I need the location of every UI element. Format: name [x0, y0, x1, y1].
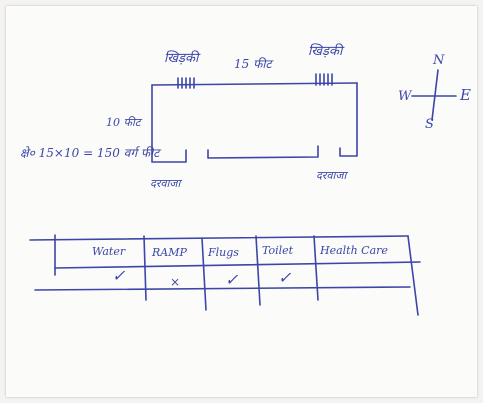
- table-divider-2: [201, 237, 207, 311]
- window-left-label: खिड़की: [164, 51, 199, 66]
- room-wall-left: [151, 84, 187, 163]
- table-divider-1: [143, 235, 147, 301]
- window-marks-right: [315, 73, 333, 86]
- window-marks-left: [177, 77, 195, 89]
- area-label: क्षे० 15×10 = 150 वर्ग फीट: [20, 146, 160, 160]
- compass-west: W: [398, 89, 412, 104]
- compass-north: N: [433, 53, 445, 68]
- room-wall-right: [339, 82, 358, 157]
- table-divider-5: [407, 235, 419, 316]
- table-divider-3: [255, 235, 261, 306]
- door-right-label: दरवाजा: [316, 169, 347, 182]
- table-line-middle: [54, 261, 421, 269]
- table-header-ramp: RAMP: [152, 246, 187, 259]
- compass-south: S: [425, 117, 434, 132]
- table-mark-water: ✓: [112, 266, 126, 285]
- length-label: 15 फीट: [234, 57, 272, 71]
- width-label: 10 फीट: [106, 116, 141, 129]
- table-line-bottom: [34, 286, 411, 291]
- table-line-top: [29, 235, 409, 241]
- table-header-water: Water: [92, 245, 126, 258]
- table-mark-ramp: ×: [170, 275, 181, 289]
- table-header-toilet: Toilet: [262, 244, 294, 257]
- room-wall-bottom-middle: [207, 145, 319, 159]
- paper-sheet: [6, 6, 477, 397]
- window-right-label: खिड़की: [308, 44, 343, 59]
- table-header-flugs: Flugs: [208, 246, 239, 259]
- door-left-label: दरवाजा: [150, 177, 181, 190]
- compass-east: E: [460, 86, 471, 104]
- table-divider-4: [313, 235, 319, 301]
- table-header-health-care: Health Care: [320, 244, 388, 257]
- table-mark-flugs: ✓: [225, 270, 239, 289]
- compass-ns-line: [431, 69, 439, 121]
- table-mark-toilet: ✓: [278, 268, 292, 287]
